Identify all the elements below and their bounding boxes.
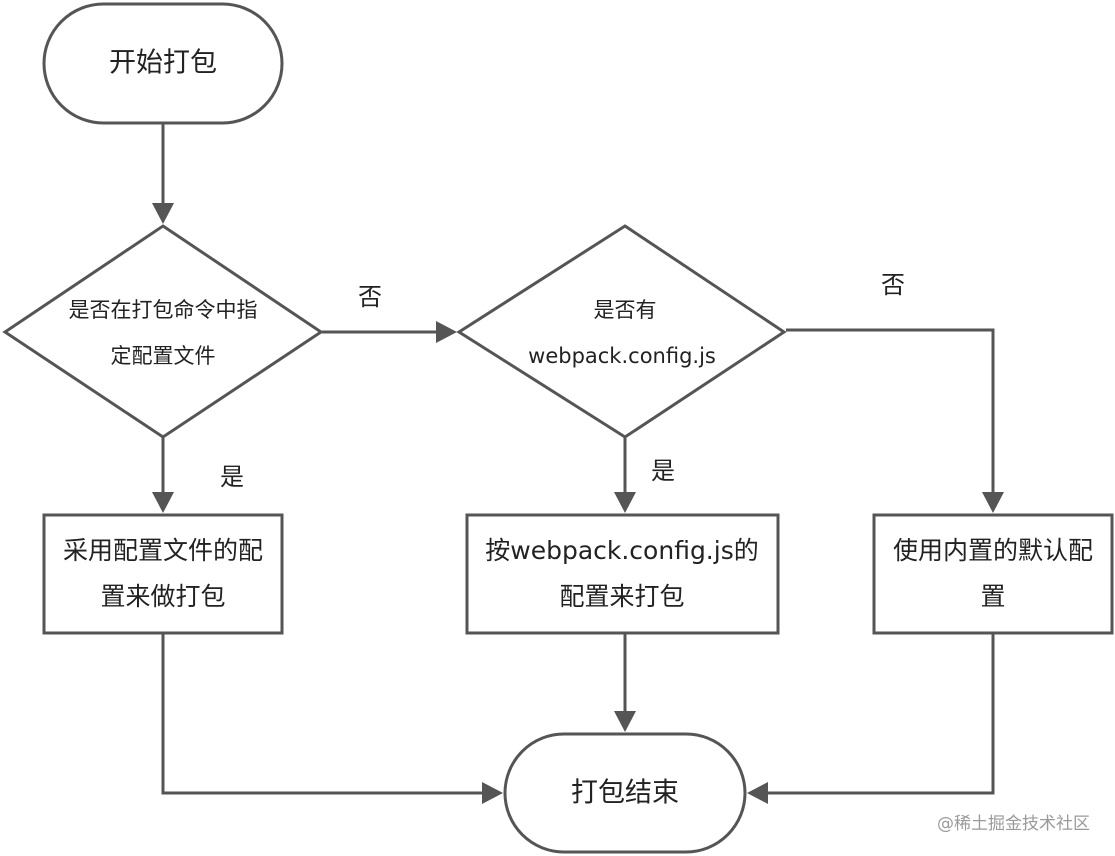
- use-default-config-box: 使用内置的默认配 置: [872, 513, 1114, 635]
- end-terminal-label: 打包结束: [571, 778, 679, 809]
- edge-start-to-cli-decision: [152, 123, 174, 224]
- use-default-config-label-line1: 使用内置的默认配: [893, 536, 1093, 565]
- watermark-text: @稀土掘金技术社区: [937, 814, 1090, 834]
- edge-cli-yes: [152, 437, 174, 513]
- edge-label-webpack-no: 否: [881, 271, 905, 299]
- edge-default-to-end: [747, 633, 995, 804]
- use-webpack-config-label-line2: 配置来打包: [559, 582, 684, 611]
- start-terminal-label: 开始打包: [109, 48, 217, 79]
- edge-webpack-to-end: [614, 633, 636, 732]
- edge-webpack-no: [786, 328, 1004, 513]
- webpack-config-decision-label-line1: 是否有: [594, 298, 657, 322]
- webpack-config-decision-label-line2: webpack.config.js: [528, 344, 716, 368]
- edge-label-webpack-yes: 是: [651, 457, 675, 485]
- edge-label-cli-no: 否: [358, 283, 382, 311]
- edge-specified-to-end: [161, 633, 503, 804]
- use-specified-config-label-line2: 置来做打包: [100, 582, 225, 611]
- cli-config-decision-label-line2: 定配置文件: [111, 344, 216, 368]
- cli-config-decision: 是否在打包命令中指 定配置文件: [2, 224, 324, 439]
- edge-cli-no: [322, 321, 457, 343]
- start-terminal: 开始打包: [42, 2, 284, 125]
- use-specified-config-box: 采用配置文件的配 置来做打包: [42, 513, 284, 635]
- use-webpack-config-box: 按webpack.config.js的 配置来打包: [465, 513, 780, 635]
- use-default-config-label-line2: 置: [980, 582, 1005, 611]
- end-terminal: 打包结束: [503, 732, 747, 854]
- webpack-config-decision: 是否有 webpack.config.js: [456, 224, 787, 439]
- use-specified-config-label-line1: 采用配置文件的配: [63, 536, 263, 565]
- edge-label-cli-yes: 是: [220, 463, 244, 491]
- cli-config-decision-label-line1: 是否在打包命令中指: [69, 298, 258, 322]
- use-webpack-config-label-line1: 按webpack.config.js的: [485, 536, 758, 565]
- edge-webpack-yes: [614, 437, 636, 513]
